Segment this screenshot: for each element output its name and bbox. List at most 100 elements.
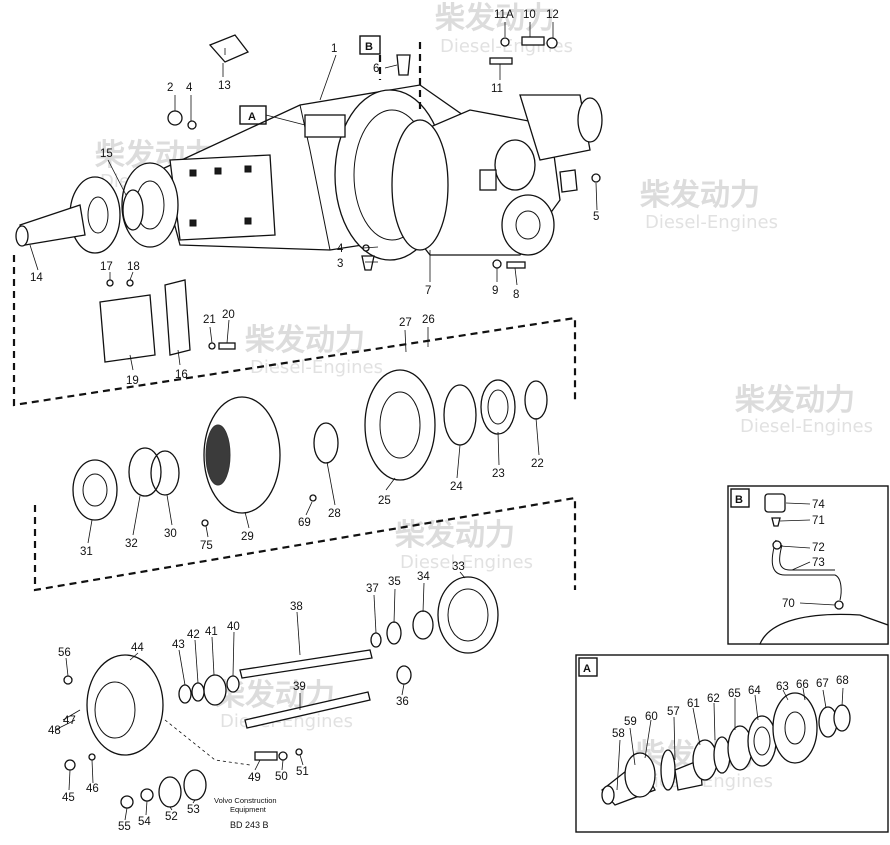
callout-59: 59 — [624, 716, 637, 728]
callout-10: 10 — [523, 9, 536, 21]
svg-text:Diesel-Engines: Diesel-Engines — [740, 416, 873, 437]
callout-62: 62 — [707, 693, 720, 705]
callout-54: 54 — [138, 816, 151, 828]
callout-63: 63 — [776, 681, 789, 693]
inset-b — [727, 485, 889, 645]
callout-37: 37 — [366, 583, 379, 595]
callout-34: 34 — [417, 571, 430, 583]
wheel-hub — [63, 654, 303, 809]
inset-a — [575, 654, 889, 833]
callout-36: 36 — [396, 696, 409, 708]
callout-26: 26 — [422, 314, 435, 326]
callout-60: 60 — [645, 711, 658, 723]
callout-56: 56 — [58, 647, 71, 659]
callout-1: 1 — [331, 43, 337, 55]
callout-5: 5 — [593, 211, 599, 223]
callout-68: 68 — [836, 675, 849, 687]
hub-assembly — [72, 369, 548, 527]
callout-4b: 4 — [337, 243, 344, 255]
callout-21: 21 — [203, 314, 216, 326]
svg-text:Diesel-Engines: Diesel-Engines — [250, 357, 383, 378]
tag-a-inset: A — [583, 663, 591, 675]
callout-13: 13 — [218, 80, 231, 92]
callout-61: 61 — [687, 698, 700, 710]
diagram-caption: Volvo Construction Equipment BD 243 B — [214, 796, 277, 830]
differential-carrier — [391, 94, 603, 256]
callout-7: 7 — [425, 285, 431, 297]
callout-15: 15 — [100, 148, 113, 160]
callout-14: 14 — [30, 272, 43, 284]
svg-text:柴发动力: 柴发动力 — [245, 323, 365, 358]
svg-text:柴发动力: 柴发动力 — [395, 518, 515, 553]
callout-16: 16 — [175, 369, 188, 381]
callout-23: 23 — [492, 468, 505, 480]
axle-housing — [159, 84, 471, 261]
callout-31: 31 — [80, 546, 93, 558]
callout-labels: 11A 10 12 1 6 13 2 4 11 15 5 4 3 7 9 8 1… — [30, 9, 849, 833]
callout-33: 33 — [452, 561, 465, 573]
callout-46: 46 — [86, 783, 99, 795]
callout-72: 72 — [812, 542, 825, 554]
callout-27: 27 — [399, 317, 412, 329]
callout-38: 38 — [290, 601, 303, 613]
callout-69: 69 — [298, 517, 311, 529]
callout-2: 2 — [167, 82, 173, 94]
callout-17: 17 — [100, 261, 113, 273]
callout-41: 41 — [205, 626, 218, 638]
callout-71: 71 — [812, 515, 825, 527]
tag-b-inset: B — [735, 494, 743, 506]
callout-49: 49 — [248, 772, 261, 784]
callout-9: 9 — [492, 285, 498, 297]
section-tags: A B B A — [239, 35, 743, 675]
callout-43: 43 — [172, 639, 185, 651]
small-parts-top — [167, 34, 601, 271]
callout-32: 32 — [125, 538, 138, 550]
svg-text:柴发动力: 柴发动力 — [640, 178, 760, 213]
brake-bracket — [99, 279, 236, 363]
connection-lines — [12, 42, 577, 592]
drive-shafts — [239, 649, 373, 729]
svg-text:柴发动力: 柴发动力 — [735, 383, 855, 418]
caption-code: BD 243 B — [230, 820, 269, 830]
callout-24: 24 — [450, 481, 463, 493]
callout-57: 57 — [667, 706, 680, 718]
callout-12: 12 — [546, 9, 559, 21]
callout-48: 48 — [48, 725, 61, 737]
callout-4a: 4 — [186, 82, 193, 94]
svg-text:柴发动力: 柴发动力 — [435, 1, 555, 36]
callout-44: 44 — [131, 642, 144, 654]
callout-25: 25 — [378, 495, 391, 507]
tag-b-main: B — [365, 41, 373, 53]
callout-58: 58 — [612, 728, 625, 740]
callout-66: 66 — [796, 679, 809, 691]
caption-line-2: Equipment — [230, 805, 267, 814]
callout-8: 8 — [513, 289, 519, 301]
callout-74: 74 — [812, 499, 825, 511]
callout-11a: 11A — [494, 9, 514, 21]
callout-19: 19 — [126, 375, 139, 387]
callout-47: 47 — [63, 715, 76, 727]
callout-18: 18 — [127, 261, 140, 273]
callout-29: 29 — [241, 531, 254, 543]
callout-55: 55 — [118, 821, 131, 833]
callout-39: 39 — [293, 681, 306, 693]
final-drive — [370, 576, 499, 685]
callout-35: 35 — [388, 576, 401, 588]
callout-52: 52 — [165, 811, 178, 823]
callout-64: 64 — [748, 685, 761, 697]
callout-45: 45 — [62, 792, 75, 804]
callout-73: 73 — [812, 557, 825, 569]
callout-6: 6 — [373, 63, 379, 75]
callout-22: 22 — [531, 458, 544, 470]
caption-line-1: Volvo Construction — [214, 796, 277, 805]
callout-51: 51 — [296, 766, 309, 778]
callout-70: 70 — [782, 598, 795, 610]
leader-lines — [29, 22, 598, 821]
callout-28: 28 — [328, 508, 341, 520]
callout-40: 40 — [227, 621, 240, 633]
svg-text:Diesel-Engines: Diesel-Engines — [645, 212, 778, 233]
callout-50: 50 — [275, 771, 288, 783]
left-axle-flange — [15, 162, 179, 254]
